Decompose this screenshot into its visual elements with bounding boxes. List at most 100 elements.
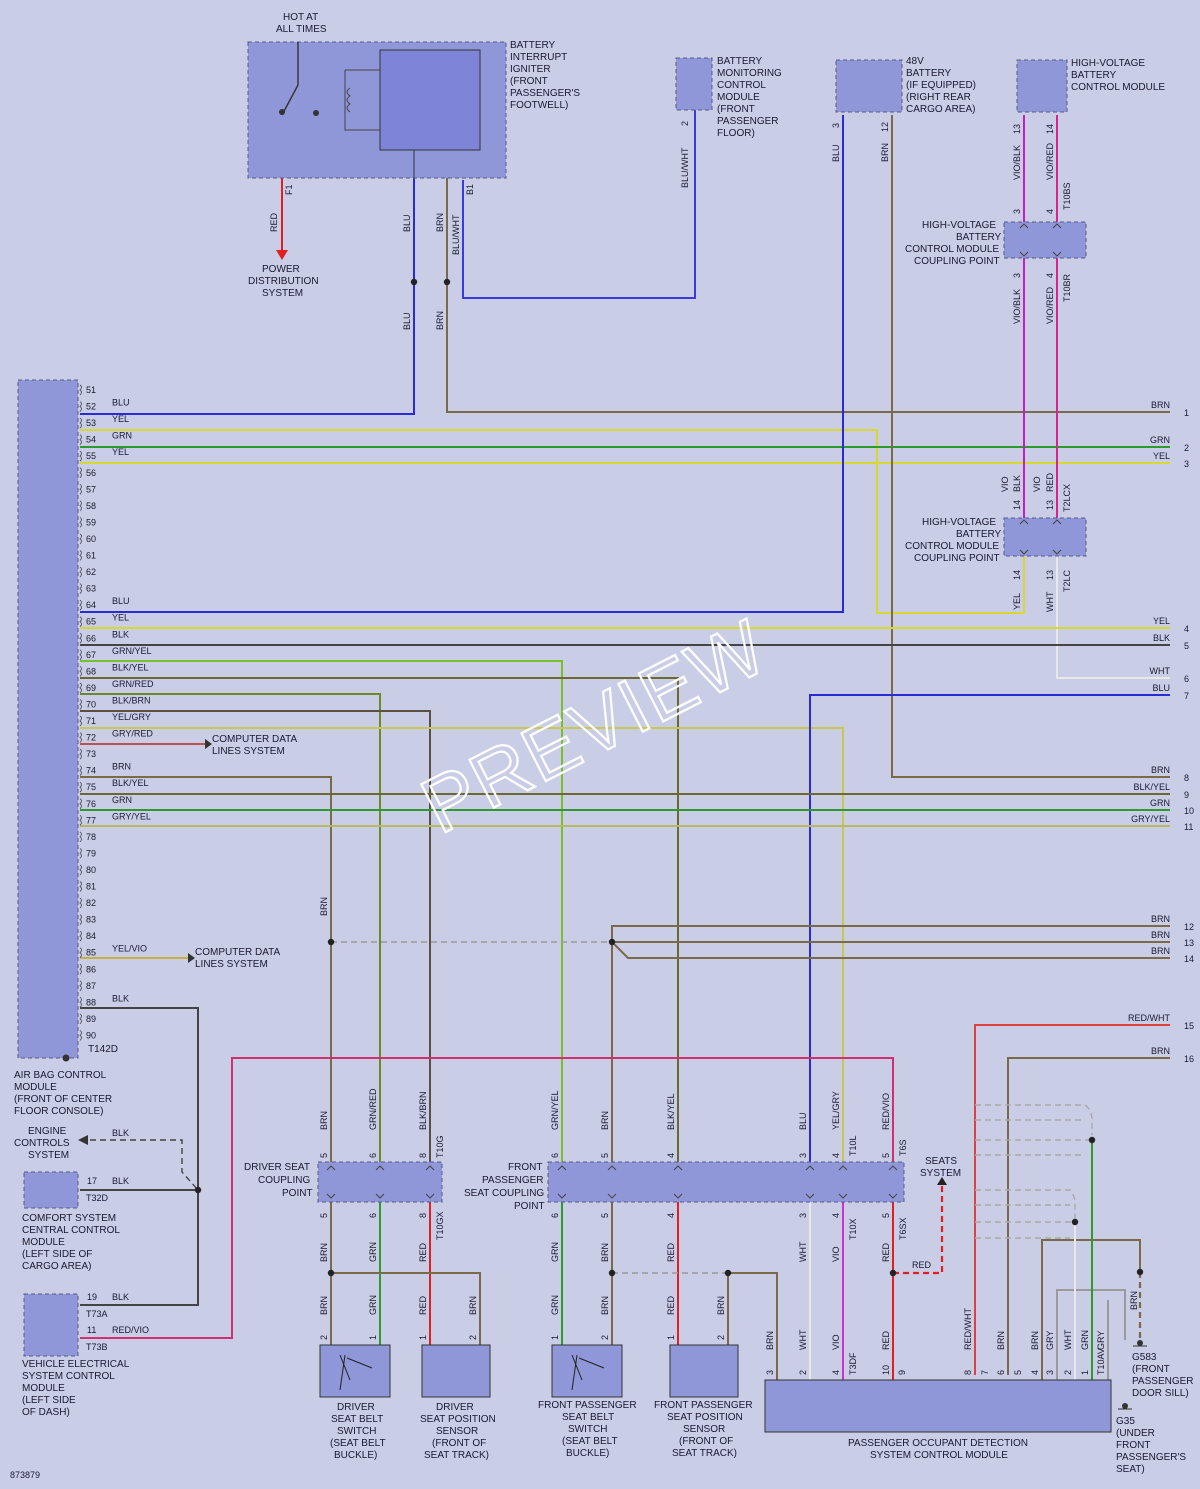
svg-text:GRN: GRN bbox=[368, 1242, 378, 1262]
engine-arrow-icon bbox=[78, 1135, 88, 1145]
svg-text:CONTROL MODULE: CONTROL MODULE bbox=[1071, 82, 1165, 93]
terminal-num-9: 9 bbox=[1184, 790, 1189, 800]
wire-ds-brn2 bbox=[331, 1272, 481, 1345]
pin-bracket bbox=[79, 1030, 82, 1041]
terminal-num-6: 6 bbox=[1184, 674, 1189, 684]
svg-text:T6S: T6S bbox=[898, 1139, 908, 1156]
svg-text:BUCKLE): BUCKLE) bbox=[334, 1450, 377, 1461]
svg-text:6: 6 bbox=[550, 1153, 560, 1158]
wire-labels: RED F1 BLU BRN BLU/WHT B1 BLU BRN BLU/WH… bbox=[86, 121, 1139, 1375]
svg-text:T32D: T32D bbox=[86, 1193, 109, 1203]
svg-text:1: 1 bbox=[368, 1335, 378, 1340]
svg-text:3: 3 bbox=[1045, 1370, 1055, 1375]
hv-coupling-point-2 bbox=[1003, 517, 1087, 557]
seats-system-label: SEATS SYSTEM bbox=[920, 1156, 961, 1179]
svg-text:DRIVER SEAT: DRIVER SEAT bbox=[244, 1162, 310, 1173]
battery-48v bbox=[835, 59, 903, 113]
svg-text:GRN: GRN bbox=[550, 1295, 560, 1315]
svg-text:RED: RED bbox=[418, 1295, 428, 1315]
svg-text:5: 5 bbox=[600, 1153, 610, 1158]
wire-blu-52 bbox=[80, 150, 415, 415]
svg-text:WHT: WHT bbox=[1045, 591, 1055, 612]
svg-text:SENSOR: SENSOR bbox=[436, 1426, 478, 1437]
svg-text:MODULE: MODULE bbox=[717, 92, 760, 103]
svg-text:COMPUTER DATA: COMPUTER DATA bbox=[195, 947, 281, 958]
hvbcm-label: HIGH-VOLTAGE BATTERY CONTROL MODULE bbox=[1071, 58, 1165, 93]
svg-text:BRN: BRN bbox=[319, 1296, 329, 1315]
power-arrow-icon bbox=[276, 250, 288, 260]
relay-contact bbox=[279, 109, 285, 115]
terminal-num-1: 1 bbox=[1184, 408, 1189, 418]
svg-text:VIO/RED: VIO/RED bbox=[1045, 142, 1055, 180]
wire-blkyel-68 bbox=[80, 677, 679, 1165]
coupler-tick bbox=[1019, 223, 1029, 257]
svg-text:BRN: BRN bbox=[600, 1296, 610, 1315]
svg-text:SWITCH: SWITCH bbox=[568, 1424, 607, 1435]
svg-text:2: 2 bbox=[716, 1335, 726, 1340]
coupler-tick bbox=[557, 1165, 567, 1199]
svg-text:RED/WHT: RED/WHT bbox=[963, 1308, 973, 1350]
svg-text:T10AV: T10AV bbox=[1096, 1348, 1106, 1375]
svg-text:AIR BAG CONTROL: AIR BAG CONTROL bbox=[14, 1070, 107, 1081]
airbag-ground-dot bbox=[62, 1054, 70, 1062]
svg-text:5: 5 bbox=[319, 1153, 329, 1158]
high-voltage-battery-control-module bbox=[1016, 59, 1068, 113]
svg-text:3: 3 bbox=[1012, 209, 1022, 214]
coupler-tick bbox=[1019, 519, 1029, 555]
pin-bracket bbox=[79, 897, 82, 909]
svg-text:BLK: BLK bbox=[112, 1128, 129, 1138]
svg-text:COMFORT SYSTEM: COMFORT SYSTEM bbox=[22, 1213, 116, 1224]
svg-text:4: 4 bbox=[831, 1370, 841, 1375]
pin-bracket bbox=[79, 997, 82, 1008]
pin-bracket bbox=[79, 450, 82, 462]
pin-bracket bbox=[79, 566, 82, 578]
svg-text:VIO: VIO bbox=[831, 1246, 841, 1262]
coupler-tick bbox=[607, 1165, 617, 1199]
igniter-coil-icon bbox=[346, 87, 351, 113]
pin-bracket bbox=[79, 517, 82, 528]
terminal-num-12: 12 bbox=[1184, 922, 1194, 932]
svg-text:RED: RED bbox=[666, 1295, 676, 1315]
terminal-label-2: GRN bbox=[1150, 435, 1170, 445]
svg-text:DOOR SILL): DOOR SILL) bbox=[1132, 1388, 1189, 1399]
pin-bracket bbox=[79, 666, 82, 677]
svg-text:(LEFT SIDE OF: (LEFT SIDE OF bbox=[22, 1249, 92, 1260]
terminal-num-8: 8 bbox=[1184, 773, 1189, 783]
svg-text:FLOOR): FLOOR) bbox=[717, 128, 755, 139]
svg-text:RED/VIO: RED/VIO bbox=[112, 1325, 149, 1335]
svg-text:BLK: BLK bbox=[112, 1176, 129, 1186]
svg-text:VIO: VIO bbox=[1032, 476, 1042, 492]
svg-text:GRN: GRN bbox=[1080, 1330, 1090, 1350]
terminal-label-16: BRN bbox=[1151, 1046, 1170, 1056]
svg-text:INTERRUPT: INTERRUPT bbox=[510, 52, 567, 63]
svg-text:BRN: BRN bbox=[319, 897, 329, 916]
svg-text:PASSENGER'S: PASSENGER'S bbox=[1116, 1452, 1186, 1463]
terminal-num-7: 7 bbox=[1184, 691, 1189, 701]
svg-text:6: 6 bbox=[550, 1213, 560, 1218]
pin-bracket bbox=[79, 616, 82, 627]
svg-text:PASSENGER: PASSENGER bbox=[1132, 1376, 1194, 1387]
svg-text:2: 2 bbox=[468, 1335, 478, 1340]
svg-text:SWITCH: SWITCH bbox=[337, 1426, 376, 1437]
wire-blkbrn-70 bbox=[80, 710, 431, 1165]
svg-text:SEAT COUPLING: SEAT COUPLING bbox=[464, 1188, 544, 1199]
svg-text:BUCKLE): BUCKLE) bbox=[566, 1448, 609, 1459]
airbag-pin-69: 69 bbox=[86, 683, 96, 693]
svg-text:CENTRAL CONTROL: CENTRAL CONTROL bbox=[22, 1225, 120, 1236]
svg-text:T10G: T10G bbox=[435, 1135, 445, 1158]
wire-brn-48v bbox=[891, 115, 1170, 778]
airbag-pin-78: 78 bbox=[86, 832, 96, 842]
svg-text:BATTERY: BATTERY bbox=[717, 56, 763, 67]
coupler-ticks bbox=[326, 223, 1062, 1199]
svg-text:5: 5 bbox=[600, 1213, 610, 1218]
svg-text:WHT: WHT bbox=[1063, 1329, 1073, 1350]
coupler-tick bbox=[326, 1165, 336, 1199]
pin-bracket bbox=[79, 682, 82, 694]
svg-text:LINES SYSTEM: LINES SYSTEM bbox=[212, 746, 285, 757]
airbag-pin-75: 75 bbox=[86, 782, 96, 792]
svg-text:BLK/YEL: BLK/YEL bbox=[666, 1093, 676, 1130]
svg-text:SEAT BELT: SEAT BELT bbox=[331, 1414, 383, 1425]
airbag-pin-wire-77: GRY/YEL bbox=[112, 811, 151, 821]
junction-dots bbox=[194, 278, 1144, 1277]
